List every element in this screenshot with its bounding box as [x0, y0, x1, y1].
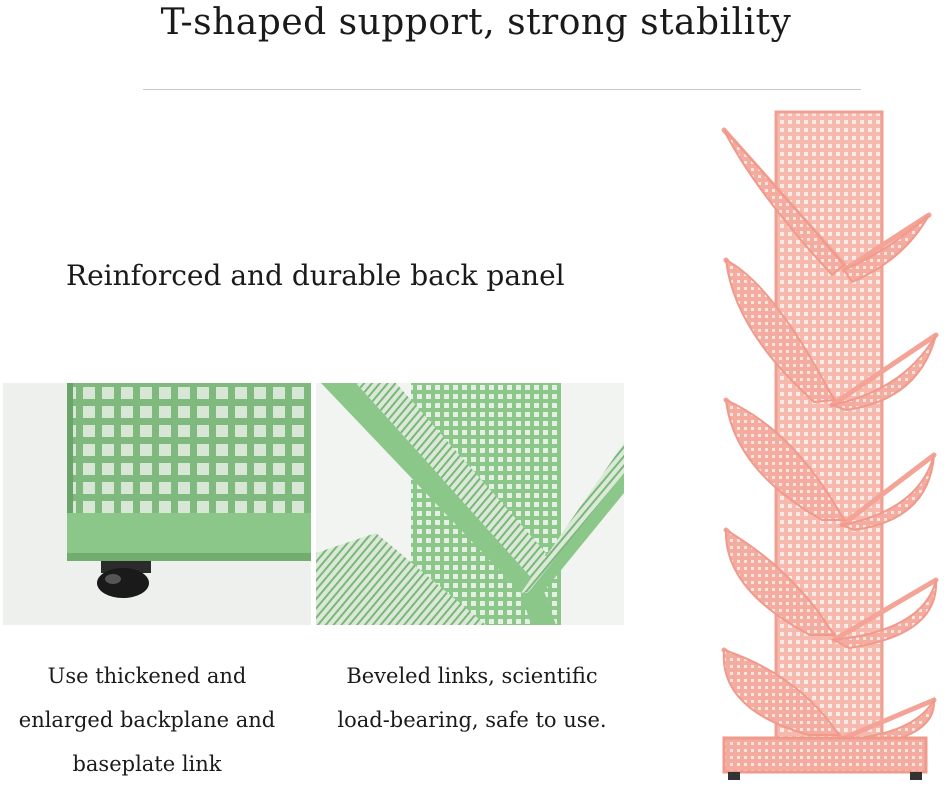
- divider: [143, 89, 861, 90]
- caption-left-line-2: enlarged backplane and: [18, 708, 276, 732]
- base-closeup-photo: [3, 383, 311, 625]
- caption-left: Use thickened and enlarged backplane and…: [0, 654, 294, 786]
- caption-middle-line-2: load-bearing, safe to use.: [337, 708, 607, 732]
- tree-bookshelf-photo: [714, 110, 952, 791]
- bevel-link-closeup-photo: [316, 383, 624, 625]
- caption-middle: Beveled links, scientific load-bearing, …: [322, 654, 622, 742]
- subheadline: Reinforced and durable back panel: [66, 259, 565, 292]
- caption-left-line-1: Use thickened and: [47, 664, 247, 688]
- caption-middle-line-1: Beveled links, scientific: [346, 664, 598, 688]
- caption-left-line-3: baseplate link: [72, 752, 222, 776]
- headline: T-shaped support, strong stability: [160, 2, 792, 43]
